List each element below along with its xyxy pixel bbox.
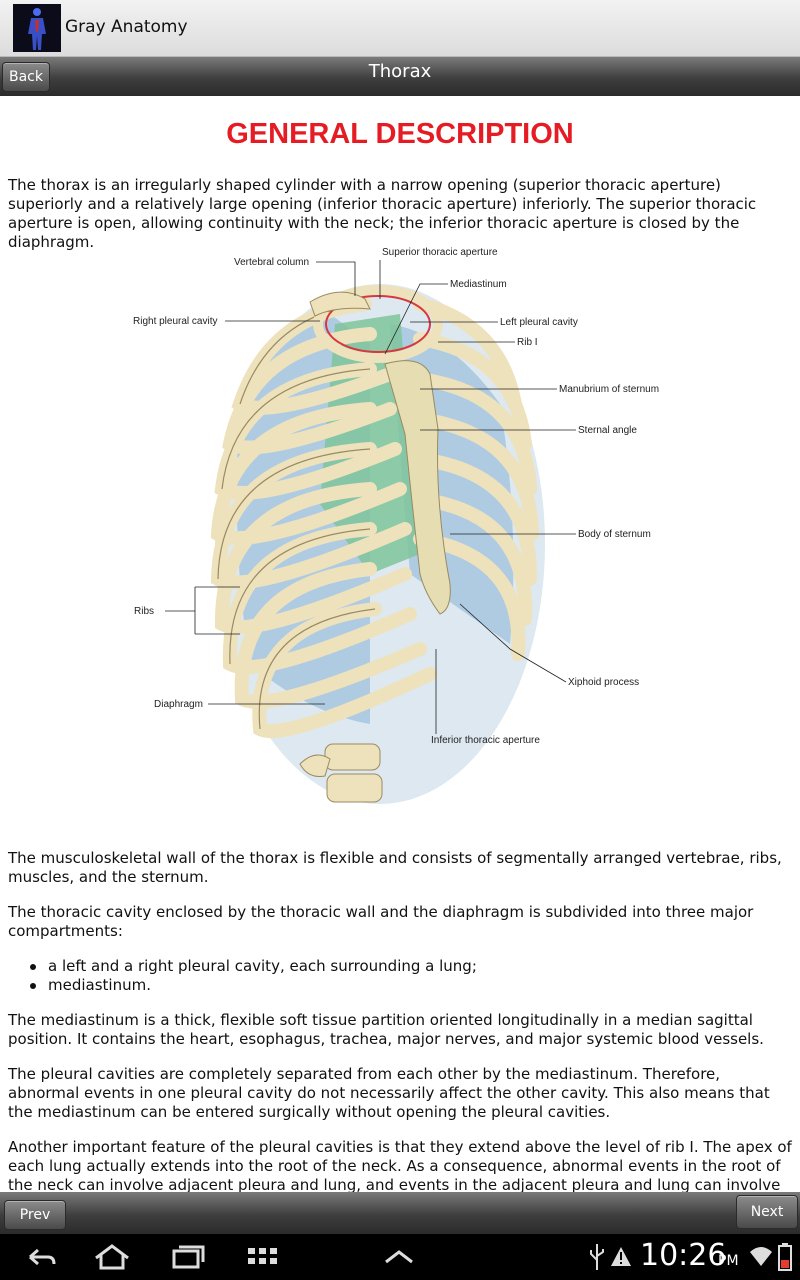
compartment-list: a left and a right pleural cavity, each … — [30, 957, 790, 995]
clock-time: 10:26 — [640, 1238, 727, 1273]
label-right-pleural-cavity: Right pleural cavity — [133, 316, 217, 327]
label-body-of-sternum: Body of sternum — [578, 529, 651, 540]
warning-icon — [611, 1247, 631, 1266]
chevron-up-icon[interactable] — [382, 1240, 416, 1274]
back-nav-icon[interactable] — [20, 1240, 60, 1274]
app-logo-icon — [13, 4, 61, 52]
next-button[interactable]: Next — [736, 1195, 798, 1229]
clock-ampm: PM — [718, 1253, 739, 1269]
home-nav-icon[interactable] — [90, 1240, 134, 1274]
paragraph-cavity: The thoracic cavity enclosed by the thor… — [8, 903, 754, 940]
page-title: Thorax — [368, 61, 432, 82]
paragraph-mediastinum: The mediastinum is a thick, flexible sof… — [8, 1011, 764, 1048]
paragraph-apex: Another important feature of the pleural… — [8, 1138, 792, 1192]
thorax-figure: Vertebral column Superior thoracic apert… — [120, 244, 680, 828]
list-item: a left and a right pleural cavity, each … — [30, 957, 790, 976]
label-diaphragm: Diaphragm — [154, 699, 203, 710]
recent-apps-icon[interactable] — [168, 1240, 208, 1274]
label-ribs: Ribs — [134, 606, 154, 617]
intro-paragraph: The thorax is an irregularly shaped cyli… — [8, 176, 757, 251]
bottom-navigation-bar — [0, 1192, 800, 1234]
back-button[interactable]: Back — [2, 62, 50, 92]
list-item: mediastinum. — [30, 976, 790, 995]
label-sternal-angle: Sternal angle — [578, 425, 637, 436]
battery-icon — [778, 1243, 792, 1271]
label-xiphoid-process: Xiphoid process — [568, 677, 639, 688]
usb-icon — [590, 1244, 604, 1270]
section-heading: GENERAL DESCRIPTION — [226, 118, 574, 150]
navigation-bar: Thorax — [0, 57, 800, 96]
prev-button[interactable]: Prev — [4, 1200, 66, 1230]
paragraph-wall: The musculoskeletal wall of the thorax i… — [8, 849, 782, 886]
label-superior-aperture: Superior thoracic aperture — [382, 247, 498, 258]
label-inferior-aperture: Inferior thoracic aperture — [431, 735, 540, 746]
label-mediastinum: Mediastinum — [450, 279, 507, 290]
system-navigation-bar — [0, 1234, 800, 1280]
label-rib-i: Rib I — [517, 337, 538, 348]
app-title: Gray Anatomy — [65, 17, 188, 37]
paragraph-pleural: The pleural cavities are completely sepa… — [8, 1065, 770, 1121]
label-vertebral-column: Vertebral column — [234, 257, 309, 268]
app-title-bar: Gray Anatomy — [0, 0, 800, 57]
label-manubrium: Manubrium of sternum — [559, 384, 659, 395]
apps-grid-icon[interactable] — [246, 1240, 280, 1274]
label-left-pleural-cavity: Left pleural cavity — [500, 317, 578, 328]
article-content[interactable]: GENERAL DESCRIPTION The thorax is an irr… — [0, 96, 800, 1192]
wifi-icon — [750, 1247, 772, 1266]
